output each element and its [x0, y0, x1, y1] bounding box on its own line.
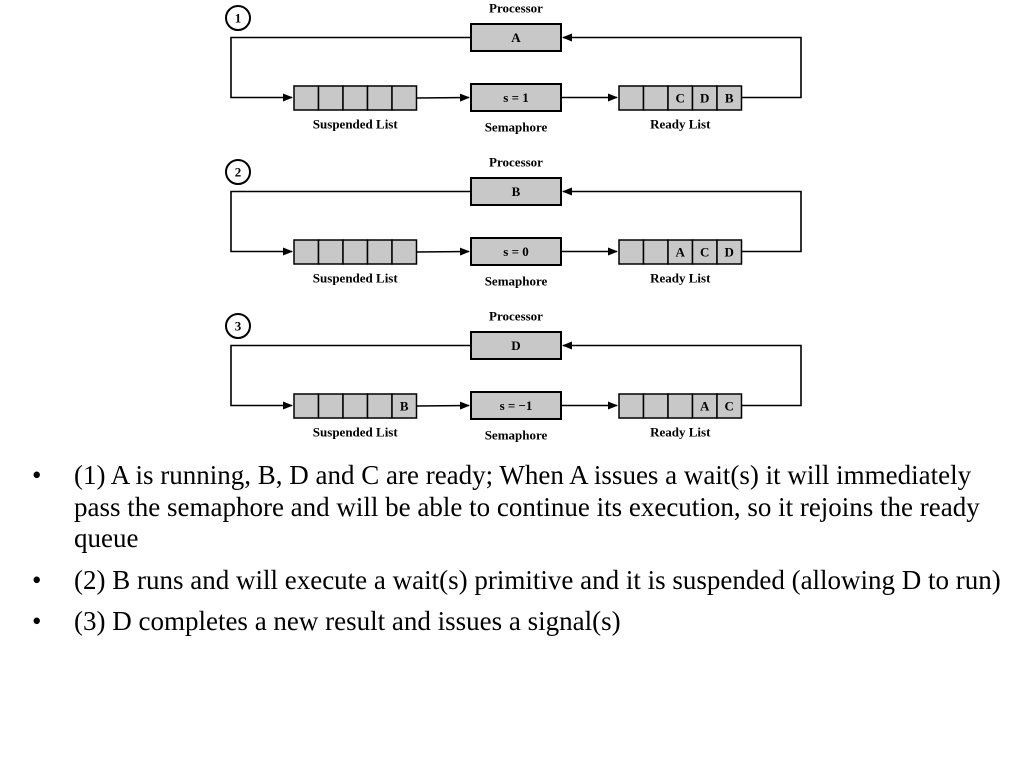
processor-label: Processor: [489, 155, 543, 170]
step-number: 3: [235, 319, 242, 334]
ready-cell: [618, 393, 645, 419]
suspended-cell: [317, 393, 344, 419]
bullet-marker: •: [32, 606, 42, 636]
suspended-cell: [293, 239, 320, 265]
suspended-cell: [342, 393, 369, 419]
bullet-marker: •: [32, 564, 42, 595]
ready-cell-value: D: [725, 245, 734, 260]
step-number: 1: [235, 11, 242, 26]
ready-cell: [618, 85, 645, 111]
ready-cell: [691, 239, 718, 265]
processor-box: [470, 331, 562, 360]
suspended-cell-value: B: [400, 399, 409, 414]
suspended-list-label: Suspended List: [313, 425, 399, 440]
suspended-cell: [342, 85, 369, 111]
suspended-list-label: Suspended List: [313, 117, 399, 132]
processor-to-suspended-arrow: [230, 344, 471, 410]
suspended-cell: [391, 239, 418, 265]
suspended-list-label: Suspended List: [313, 271, 399, 286]
ready-cell: [691, 393, 718, 419]
ready-cell: [716, 85, 743, 111]
bullet-item-3: • (3) D completes a new result and issue…: [28, 606, 1003, 638]
bullet-text-2: (2) B runs and will execute a wait(s) pr…: [74, 564, 1001, 595]
suspended-cell: [366, 239, 393, 265]
ready-to-processor-arrow: [562, 33, 802, 99]
processor-value: A: [511, 30, 521, 45]
step-circle: [225, 5, 251, 31]
step-circle: [225, 313, 251, 339]
bullet-marker: •: [32, 460, 42, 490]
suspended-cell: [391, 85, 418, 111]
semaphore-value: s = 0: [503, 244, 528, 259]
ready-cell: [716, 239, 743, 265]
suspended-to-semaphore-arrow: [416, 401, 470, 410]
bullet-item-1: • (1) A is running, B, D and C are ready…: [28, 460, 1003, 555]
ready-to-processor-arrow: [562, 341, 802, 407]
ready-cell-value: C: [700, 245, 709, 260]
bullet-item-2: • (2) B runs and will execute a wait(s) …: [28, 565, 1003, 597]
step-number: 2: [235, 165, 242, 180]
suspended-cell: [342, 239, 369, 265]
ready-cell-value: C: [725, 399, 734, 414]
ready-cell: [667, 85, 694, 111]
suspended-cell: [317, 85, 344, 111]
ready-cell: [642, 85, 669, 111]
semaphore-box: [470, 391, 562, 420]
semaphore-box: [470, 237, 562, 266]
suspended-cell: [317, 239, 344, 265]
ready-cell: [642, 393, 669, 419]
ready-to-processor-arrow: [562, 187, 802, 253]
ready-cell-value: D: [700, 91, 709, 106]
ready-cell: [642, 239, 669, 265]
step-circle: [225, 159, 251, 185]
processor-box: [470, 23, 562, 52]
semaphore-value: s = 1: [503, 90, 528, 105]
suspended-cell: [366, 393, 393, 419]
suspended-list: B: [293, 393, 418, 419]
processor-label: Processor: [489, 309, 543, 324]
processor-label: Processor: [489, 1, 543, 16]
ready-cell: [618, 239, 645, 265]
suspended-cell: [293, 393, 320, 419]
processor-to-suspended-arrow: [230, 190, 471, 256]
bullet-text-1: (1) A is running, B, D and C are ready; …: [74, 460, 980, 553]
suspended-cell: [366, 85, 393, 111]
processor-value: D: [511, 338, 520, 353]
semaphore-label: Semaphore: [485, 274, 548, 289]
bullet-list: • (1) A is running, B, D and C are ready…: [28, 460, 1003, 648]
ready-list-label: Ready List: [650, 425, 711, 440]
ready-cell-value: B: [725, 91, 734, 106]
ready-cell: [667, 393, 694, 419]
ready-cell-value: A: [700, 399, 710, 414]
processor-box: [470, 177, 562, 206]
semaphore-box: [470, 83, 562, 112]
suspended-cell: [293, 85, 320, 111]
suspended-cell: [391, 393, 418, 419]
processor-to-suspended-arrow: [230, 36, 471, 102]
semaphore-label: Semaphore: [485, 120, 548, 135]
suspended-to-semaphore-arrow: [416, 93, 470, 102]
suspended-list: [293, 239, 418, 265]
suspended-list: [293, 85, 418, 111]
ready-list-label: Ready List: [650, 117, 711, 132]
bullet-text-3: (3) D completes a new result and issues …: [74, 606, 621, 636]
ready-cell-value: C: [676, 91, 685, 106]
ready-list-label: Ready List: [650, 271, 711, 286]
semaphore-label: Semaphore: [485, 428, 548, 443]
suspended-to-semaphore-arrow: [416, 247, 470, 256]
semaphore-value: s = −1: [500, 398, 533, 413]
ready-cell-value: A: [676, 245, 686, 260]
processor-value: B: [512, 184, 521, 199]
